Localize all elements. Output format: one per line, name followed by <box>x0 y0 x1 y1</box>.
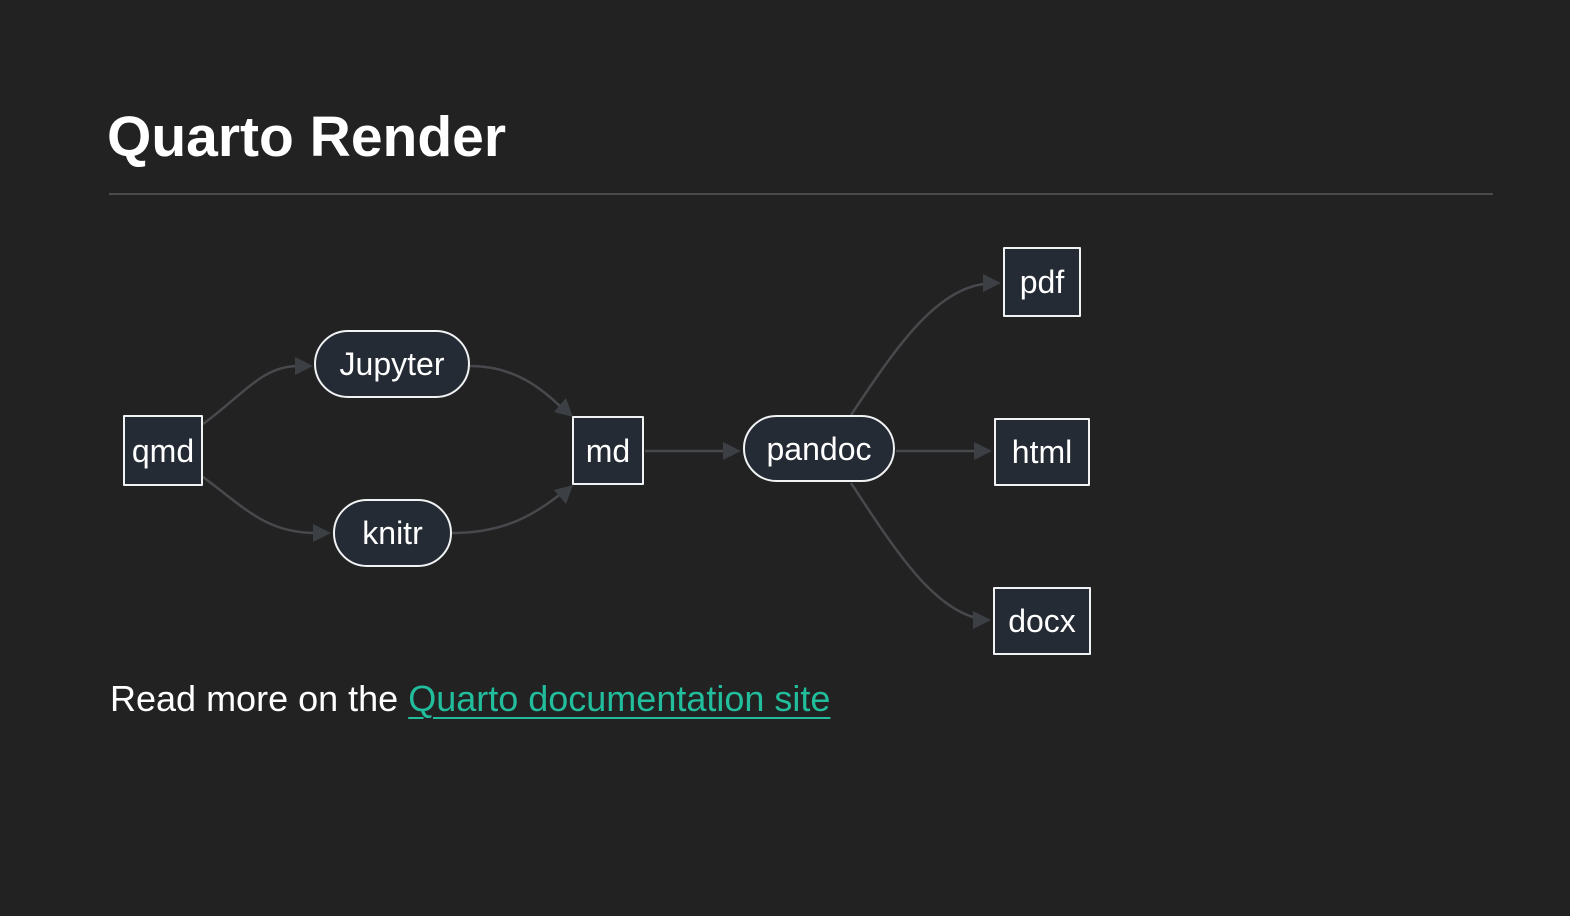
title-divider <box>109 193 1493 195</box>
edge-pandoc-docx <box>849 482 983 621</box>
arrowhead-jupyter-md <box>554 398 573 417</box>
flowchart-node-knitr: knitr <box>333 499 452 567</box>
node-label-docx: docx <box>1008 603 1076 639</box>
page-title: Quarto Render <box>107 105 507 169</box>
node-label-qmd: qmd <box>131 432 195 469</box>
flowchart-node-pandoc: pandoc <box>743 415 895 482</box>
edge-qmd-jupyter <box>202 364 299 426</box>
node-label-pdf: pdf <box>1019 264 1065 300</box>
node-label-jupyter: Jupyter <box>339 346 445 382</box>
arrowhead-md-pandoc <box>723 442 741 460</box>
arrowhead-pandoc-docx <box>973 611 991 629</box>
flowchart-node-md: md <box>572 416 644 485</box>
flowchart-node-docx: docx <box>993 587 1091 655</box>
flowchart-node-jupyter: Jupyter <box>314 330 470 398</box>
arrowhead-pandoc-html <box>974 442 992 460</box>
arrowhead-pandoc-pdf <box>983 274 1001 292</box>
edge-qmd-knitr <box>202 475 317 535</box>
arrowhead-qmd-knitr <box>313 524 331 542</box>
quarto-documentation-link[interactable]: Quarto documentation site <box>408 678 831 719</box>
edge-pandoc-pdf <box>849 282 985 416</box>
node-label-knitr: knitr <box>362 515 423 551</box>
flowchart-node-html: html <box>994 418 1090 486</box>
arrowhead-knitr-md <box>554 485 573 504</box>
node-label-html: html <box>1011 434 1073 470</box>
arrowhead-qmd-jupyter <box>295 357 313 375</box>
read-more-text: Read more on the <box>110 678 409 719</box>
node-label-md: md <box>585 432 631 469</box>
edge-jupyter-md <box>469 364 563 409</box>
edge-knitr-md <box>451 492 563 535</box>
flowchart-node-pdf: pdf <box>1003 247 1081 317</box>
flowchart-node-qmd: qmd <box>123 415 203 486</box>
node-label-pandoc: pandoc <box>766 430 872 467</box>
read-more-paragraph: Read more on the Quarto documentation si… <box>110 676 830 721</box>
